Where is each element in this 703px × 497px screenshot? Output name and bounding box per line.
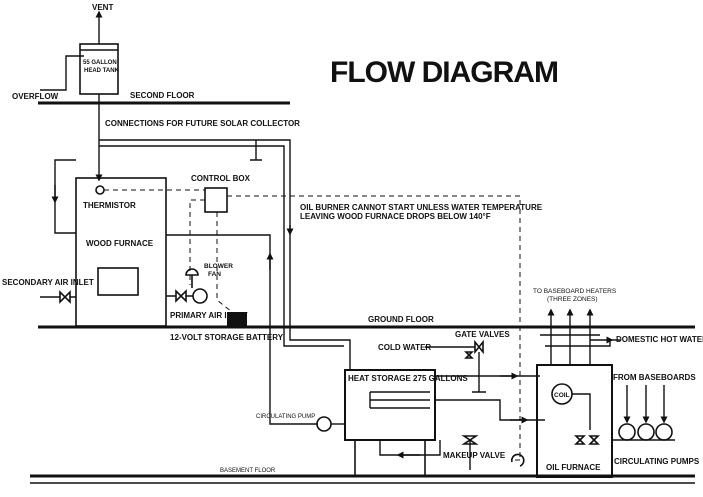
control-wire-1 (189, 199, 205, 285)
oil-furnace-label: OIL FURNACE (546, 463, 601, 472)
circulating-pump-3 (655, 423, 673, 441)
control-box-label: CONTROL BOX (191, 174, 251, 183)
storage-bottom-pipe (379, 440, 441, 456)
makeup-valve-label: MAKEUP VALVE (443, 451, 506, 460)
blower-label-2: FAN (208, 271, 221, 278)
cold-water-label: COLD WATER (378, 343, 431, 352)
overflow-pipe (40, 55, 84, 91)
basement-floor-label: BASEMENT FLOOR (220, 468, 276, 474)
control-box (204, 187, 228, 213)
solar-label: CONNECTIONS FOR FUTURE SOLAR COLLECTOR (105, 119, 300, 128)
domestic-hot-water-label: DOMESTIC HOT WATER (616, 335, 703, 344)
circulating-pump-2 (637, 423, 655, 441)
circulating-pump-1 (618, 423, 636, 441)
return-pipe-left (54, 159, 76, 234)
secondary-air-label: SECONDARY AIR INLET (2, 278, 94, 287)
secondary-air-valve-icon (40, 290, 76, 304)
vent-label: VENT (92, 3, 113, 12)
baseboard-label-2: (THREE ZONES) (547, 296, 598, 303)
battery-label: 12-VOLT STORAGE BATTERY (170, 333, 284, 342)
gate-valves-label: GATE VALVES (455, 330, 510, 339)
heat-storage-label: HEAT STORAGE 275 GALLONS (348, 374, 468, 383)
circulating-pump-label: CIRCULATING PUMP (256, 414, 315, 420)
primary-air-valve-icon (166, 289, 193, 303)
thermistor-label: THERMISTOR (83, 201, 136, 210)
blower-fan-icon (185, 268, 199, 276)
circulating-pump (316, 416, 332, 432)
mid-pipe (435, 399, 545, 421)
battery-icon (227, 312, 247, 326)
domestic-hot-pipe (545, 339, 620, 347)
head-tank-label-1: 55 GALLON (83, 60, 117, 66)
storage-coil (369, 391, 430, 409)
ground-floor-label: GROUND FLOOR (368, 315, 434, 324)
gate-valve-1-icon (474, 339, 484, 355)
blower-fan (192, 288, 208, 304)
furnace-door (97, 267, 139, 296)
oil-note-1: OIL BURNER CANNOT START UNLESS WATER TEM… (300, 203, 543, 212)
control-wire-2 (216, 212, 233, 313)
blower-label-1: BLOWER (204, 263, 233, 270)
wood-furnace (75, 177, 167, 327)
supply-pipe-top (99, 139, 351, 370)
coil-label: COIL (554, 392, 570, 399)
from-baseboards-label: FROM BASEBOARDS (613, 373, 696, 382)
diagram-title: FLOW DIAGRAM (330, 56, 558, 89)
heat-storage-tank (344, 369, 436, 441)
baseboard-label-1: TO BASEBOARD HEATERS (533, 288, 617, 295)
thermistor (95, 185, 105, 195)
oil-furnace-valves-icon (574, 435, 600, 445)
oil-note-2: LEAVING WOOD FURNACE DROPS BELOW 140°F (300, 212, 491, 221)
primary-air-label: PRIMARY AIR INLET (170, 311, 248, 320)
second-floor-label: SECOND FLOOR (130, 91, 195, 100)
oil-furnace (536, 364, 613, 478)
gate-valve-2-icon (464, 351, 474, 359)
circulating-pumps-label: CIRCULATING PUMPS (614, 457, 700, 466)
control-wire-3 (227, 195, 521, 460)
overflow-label: OVERFLOW (12, 92, 59, 101)
wood-furnace-label: WOOD FURNACE (86, 239, 154, 248)
makeup-valve-icon (461, 435, 479, 445)
head-tank-label-2: HEAD TANK (84, 68, 120, 74)
return-pipe-main (166, 234, 318, 425)
supply-pipe-inner (99, 145, 344, 347)
oil-burner-icon (511, 453, 525, 467)
